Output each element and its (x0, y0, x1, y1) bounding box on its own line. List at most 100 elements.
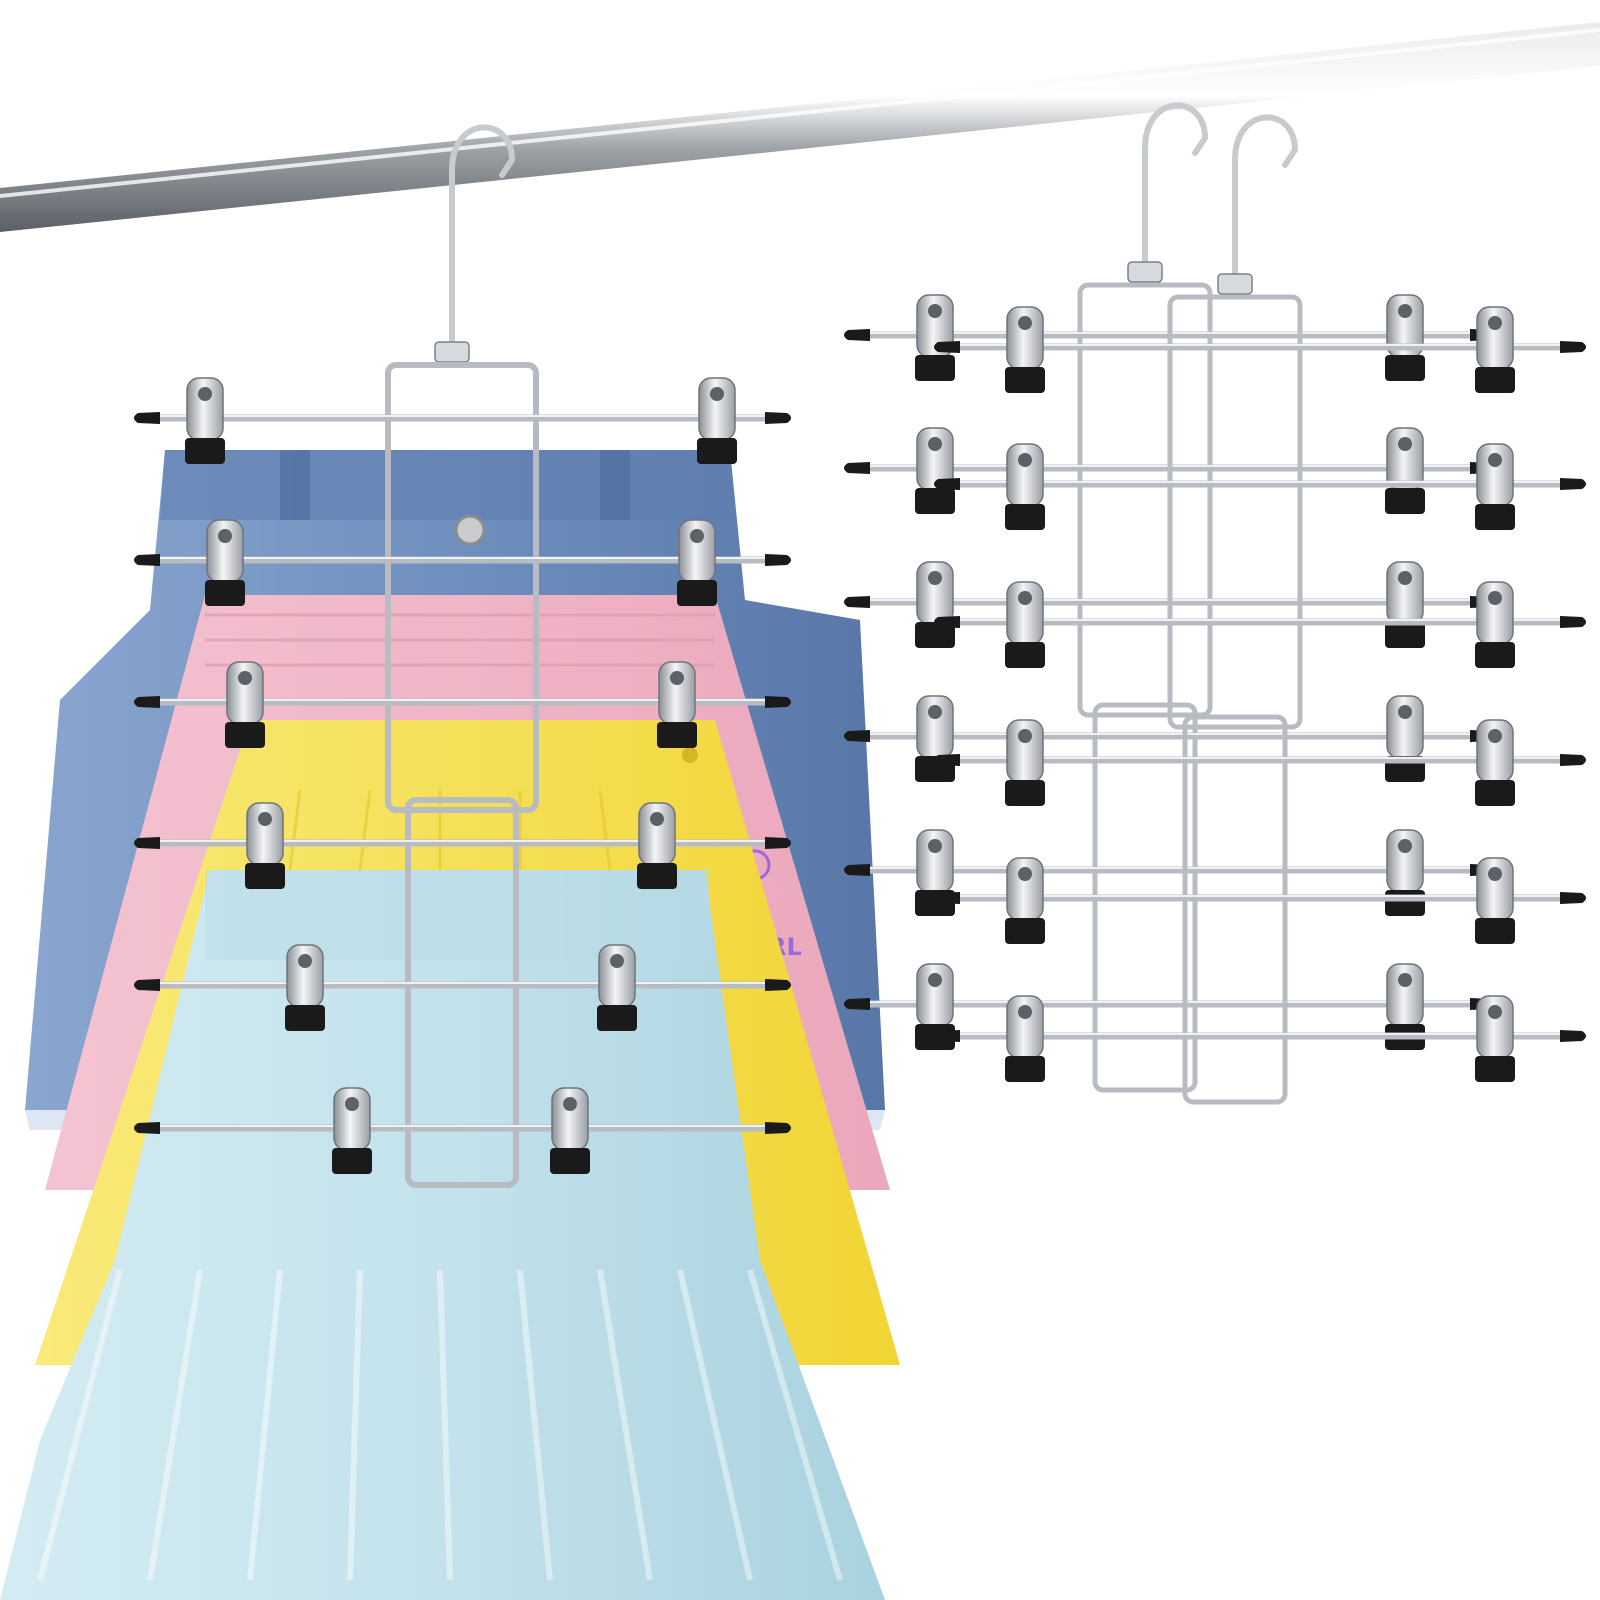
bar-end-cap (134, 1122, 160, 1134)
clip[interactable] (1385, 294, 1425, 381)
clip[interactable] (637, 802, 677, 889)
clip-grip (1005, 504, 1045, 530)
bar-end-cap (844, 596, 870, 608)
bar-end-cap (765, 554, 791, 566)
clip-grip (1475, 642, 1515, 668)
bar-end-cap (934, 478, 960, 490)
light-blue-skirt (0, 870, 885, 1600)
bar-end-cap (765, 696, 791, 708)
left-hanger-bar (134, 412, 791, 424)
clip[interactable] (677, 519, 717, 606)
clip[interactable] (1005, 443, 1045, 530)
right-hanger-bar (934, 892, 1586, 904)
right-hanger-bar (844, 998, 1496, 1010)
bar-end-cap (934, 892, 960, 904)
clip-grip (597, 1005, 637, 1031)
hanger-frame-lower (1182, 714, 1288, 1105)
clip-grip (1005, 367, 1045, 393)
bar-end-cap (1560, 478, 1586, 490)
clip[interactable] (185, 377, 225, 464)
clip[interactable] (1475, 995, 1515, 1082)
clip[interactable] (1005, 857, 1045, 944)
bar-end-cap (844, 998, 870, 1010)
clip[interactable] (915, 695, 955, 782)
hanger-frame-upper (1167, 294, 1303, 730)
clip-grip (1005, 642, 1045, 668)
clip-grip (185, 438, 225, 464)
skirt-button-icon (682, 747, 698, 763)
bar-end-cap (765, 1122, 791, 1134)
clip-grip (1005, 918, 1045, 944)
hanger-frame-upper (385, 362, 539, 813)
clip[interactable] (1385, 561, 1425, 648)
bar-end-cap (844, 329, 870, 341)
clip[interactable] (285, 944, 325, 1031)
clip-grip (1475, 367, 1515, 393)
bar-end-cap (934, 1030, 960, 1042)
clip[interactable] (1475, 581, 1515, 668)
clip-grip (550, 1148, 590, 1174)
clip-grip (1005, 780, 1045, 806)
bar-end-cap (1560, 341, 1586, 353)
clip-grip (915, 622, 955, 648)
bar-end-cap (1560, 754, 1586, 766)
clip[interactable] (597, 944, 637, 1031)
clip[interactable] (1005, 306, 1045, 393)
clip-grip (1385, 890, 1425, 916)
left-hanger (134, 124, 791, 1188)
bar-end-cap (765, 979, 791, 991)
clip[interactable] (1385, 963, 1425, 1050)
bar-end-cap (134, 837, 160, 849)
clip[interactable] (915, 294, 955, 381)
bar-end-cap (934, 754, 960, 766)
bar-end-cap (844, 864, 870, 876)
hanger-hook (1232, 114, 1299, 283)
hanger-frame-lower (405, 797, 519, 1188)
clip[interactable] (205, 519, 245, 606)
hanger-swivel (1217, 273, 1253, 295)
clip-grip (205, 580, 245, 606)
clip-grip (697, 438, 737, 464)
clip[interactable] (1385, 695, 1425, 782)
clip-grip (657, 722, 697, 748)
clip[interactable] (1005, 719, 1045, 806)
bar-end-cap (844, 462, 870, 474)
clip[interactable] (1475, 306, 1515, 393)
clip[interactable] (1385, 829, 1425, 916)
clip[interactable] (657, 661, 697, 748)
bar-end-cap (134, 412, 160, 424)
clip[interactable] (915, 561, 955, 648)
clip-grip (915, 355, 955, 381)
bar-end-cap (134, 979, 160, 991)
bar-end-cap (1560, 892, 1586, 904)
clip[interactable] (915, 829, 955, 916)
clip[interactable] (1475, 443, 1515, 530)
hanger-swivel (434, 341, 470, 363)
clip-grip (1385, 488, 1425, 514)
hanger-hook (1142, 102, 1209, 271)
clip-grip (1475, 504, 1515, 530)
clip[interactable] (245, 802, 285, 889)
clip-grip (1475, 780, 1515, 806)
hanger-swivel (1127, 261, 1163, 283)
bar-end-cap (934, 616, 960, 628)
clip[interactable] (1005, 995, 1045, 1082)
clip[interactable] (1385, 427, 1425, 514)
clip[interactable] (915, 427, 955, 514)
clip[interactable] (1475, 719, 1515, 806)
clip-grip (285, 1005, 325, 1031)
clip-grip (245, 863, 285, 889)
right-hanger-bar (934, 754, 1586, 766)
clip[interactable] (225, 661, 265, 748)
hanger-hook (449, 124, 516, 353)
clip[interactable] (332, 1087, 372, 1174)
clip[interactable] (1475, 857, 1515, 944)
clip-grip (332, 1148, 372, 1174)
clip[interactable] (697, 377, 737, 464)
clip[interactable] (1005, 581, 1045, 668)
bar-end-cap (934, 341, 960, 353)
right-hanger-bar (934, 341, 1586, 353)
right-hanger-bar (934, 616, 1586, 628)
clip[interactable] (550, 1087, 590, 1174)
clip-grip (915, 488, 955, 514)
